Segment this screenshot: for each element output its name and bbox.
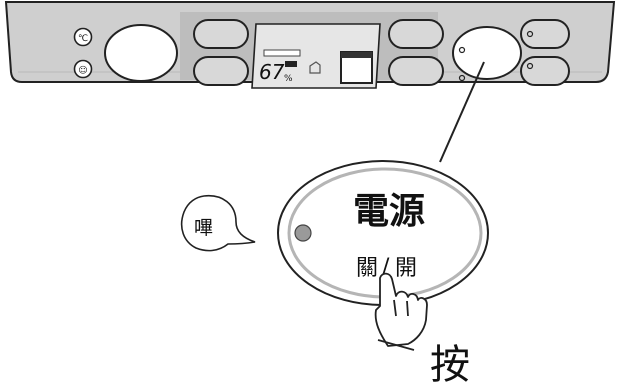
- left-button-bottom[interactable]: [193, 56, 249, 86]
- humidity-unit: %: [284, 74, 293, 84]
- power-led-indicator: [294, 224, 312, 242]
- power-on-label: 開: [395, 256, 417, 281]
- icon-button-bottom[interactable]: ☺: [73, 59, 93, 79]
- large-left-button[interactable]: [104, 24, 178, 82]
- icon-button-top[interactable]: ℃: [73, 27, 93, 47]
- power-led-bottom: [458, 74, 466, 82]
- right-button-top[interactable]: [388, 19, 444, 49]
- beep-bubble: 嗶: [180, 195, 256, 252]
- right-button-bottom[interactable]: [388, 56, 444, 86]
- face-icon: ☺: [78, 65, 87, 76]
- left-button-top[interactable]: [193, 19, 249, 49]
- sensor-icon: ℃: [78, 34, 88, 44]
- far-right-button-bottom[interactable]: [520, 56, 570, 86]
- lcd-display: 67 %: [251, 23, 381, 89]
- power-button[interactable]: [452, 26, 522, 80]
- power-separator: /: [382, 255, 390, 280]
- power-callout: 電源 關 / 開: [277, 160, 489, 306]
- humidity-value: 67: [259, 60, 285, 84]
- power-led-top: [458, 46, 466, 54]
- leader-line: [439, 61, 485, 163]
- pointing-hand-icon: [374, 272, 428, 351]
- water-tank-icon: [309, 61, 321, 74]
- beep-text: 嗶: [194, 217, 213, 239]
- power-label: 電源: [353, 191, 425, 232]
- press-label: 按: [430, 342, 470, 387]
- power-off-label: 關: [356, 256, 378, 281]
- far-right-button-top[interactable]: [520, 19, 570, 49]
